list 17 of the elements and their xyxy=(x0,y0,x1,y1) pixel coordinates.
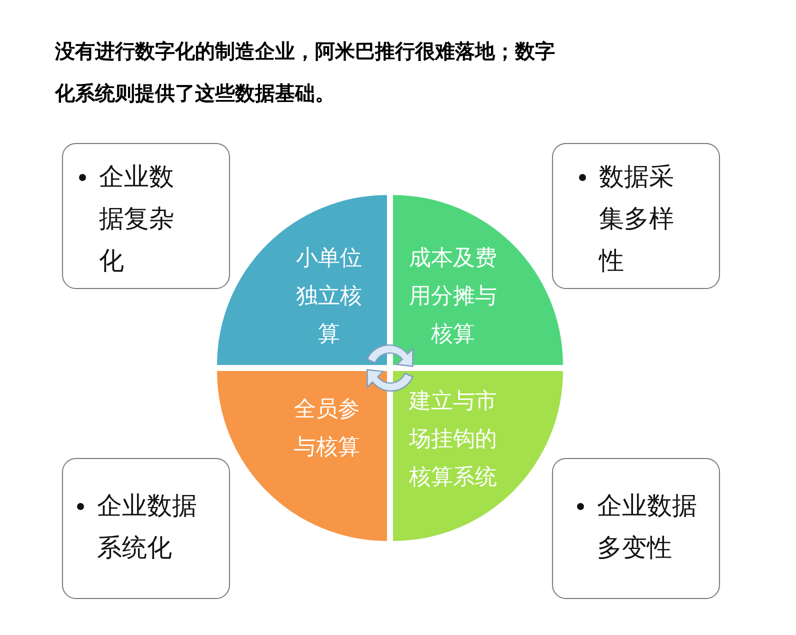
bullet-text: 企业数据复杂化 xyxy=(99,161,175,277)
bullet-text: 企业数据多变性 xyxy=(597,490,698,564)
text-card xyxy=(552,458,720,599)
quadrant-segment xyxy=(393,195,563,365)
text-card xyxy=(62,458,230,599)
quadrant-segment xyxy=(217,371,387,541)
text-card xyxy=(552,143,720,289)
bullet-text: 企业数据系统化 xyxy=(97,490,198,564)
text-card xyxy=(62,143,230,289)
bullet-text: 数据采集多样性 xyxy=(599,161,675,277)
segment-label: 小单位独立核算 xyxy=(295,245,363,349)
segment-label: 成本及费用分摊与核算 xyxy=(408,245,498,349)
segment-label: 全员参与核算 xyxy=(293,396,361,462)
segment-label: 建立与市场挂钩的核算系统 xyxy=(408,388,498,492)
quadrant-segment xyxy=(217,195,387,365)
title-text: 没有进行数字化的制造企业，阿米巴推行很难落地；数字化系统则提供了这些数据基础。 xyxy=(55,38,555,107)
quadrant-segment xyxy=(393,371,563,541)
